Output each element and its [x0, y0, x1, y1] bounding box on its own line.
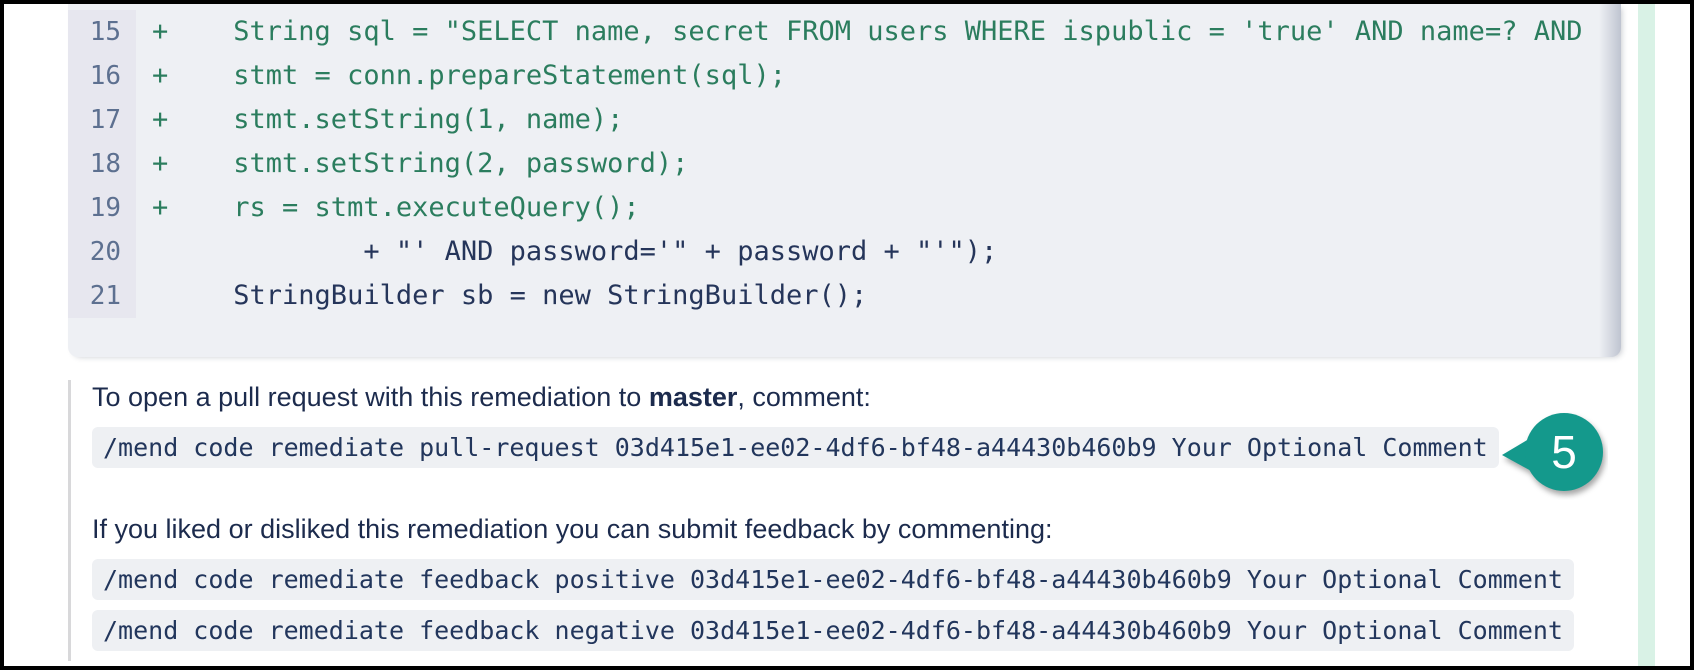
feedback-instruction-text: If you liked or disliked this remediatio… [92, 514, 1053, 544]
line-number: 17 [68, 98, 136, 142]
feedback-positive-pill: /mend code remediate feedback positive 0… [92, 559, 1574, 600]
code-line-text: StringBuilder sb = new StringBuilder(); [152, 280, 868, 311]
annotation-badge-5: 5 [1502, 413, 1603, 491]
code-line-text: + stmt.setString(2, password); [152, 148, 689, 179]
diff-row: 15 + String sql = "SELECT name, secret F… [68, 10, 1621, 54]
diff-code-block[interactable]: 15 + String sql = "SELECT name, secret F… [68, 4, 1621, 357]
code-line-text: + stmt = conn.prepareStatement(sql); [152, 60, 786, 91]
diff-row: 18 + stmt.setString(2, password); [68, 142, 1621, 186]
line-number: 15 [68, 10, 136, 54]
diff-row: 16 + stmt = conn.prepareStatement(sql); [68, 54, 1621, 98]
diff-row: 19 + rs = stmt.executeQuery(); [68, 186, 1621, 230]
line-number: 18 [68, 142, 136, 186]
line-number: 19 [68, 186, 136, 230]
diff-row: 20 + "' AND password='" + password + "'"… [68, 230, 1621, 274]
feedback-negative-pill: /mend code remediate feedback negative 0… [92, 610, 1574, 651]
line-number: 16 [68, 54, 136, 98]
diff-row: 21 StringBuilder sb = new StringBuilder(… [68, 274, 1621, 318]
pr-instruction-suffix: , comment: [737, 382, 871, 412]
branch-name: master [648, 382, 738, 412]
code-line-text: + rs = stmt.executeQuery(); [152, 192, 640, 223]
badge-number: 5 [1551, 426, 1577, 478]
diff-row: 17 + stmt.setString(1, name); [68, 98, 1621, 142]
line-number: 20 [68, 230, 136, 274]
feedback-commands: /mend code remediate feedback positive 0… [92, 559, 1592, 651]
pr-command-pill: /mend code remediate pull-request 03d415… [92, 427, 1499, 468]
code-line-text: + String sql = "SELECT name, secret FROM… [152, 16, 1583, 47]
remediation-instructions: To open a pull request with this remedia… [68, 380, 1592, 661]
code-line-text: + "' AND password='" + password + "'"); [152, 236, 998, 267]
code-line-text: + stmt.setString(1, name); [152, 104, 624, 135]
mint-strip [1638, 4, 1655, 666]
line-number: 21 [68, 274, 136, 318]
pr-instruction-prefix: To open a pull request with this remedia… [92, 382, 649, 412]
pr-instruction-text: To open a pull request with this remedia… [92, 380, 1592, 414]
